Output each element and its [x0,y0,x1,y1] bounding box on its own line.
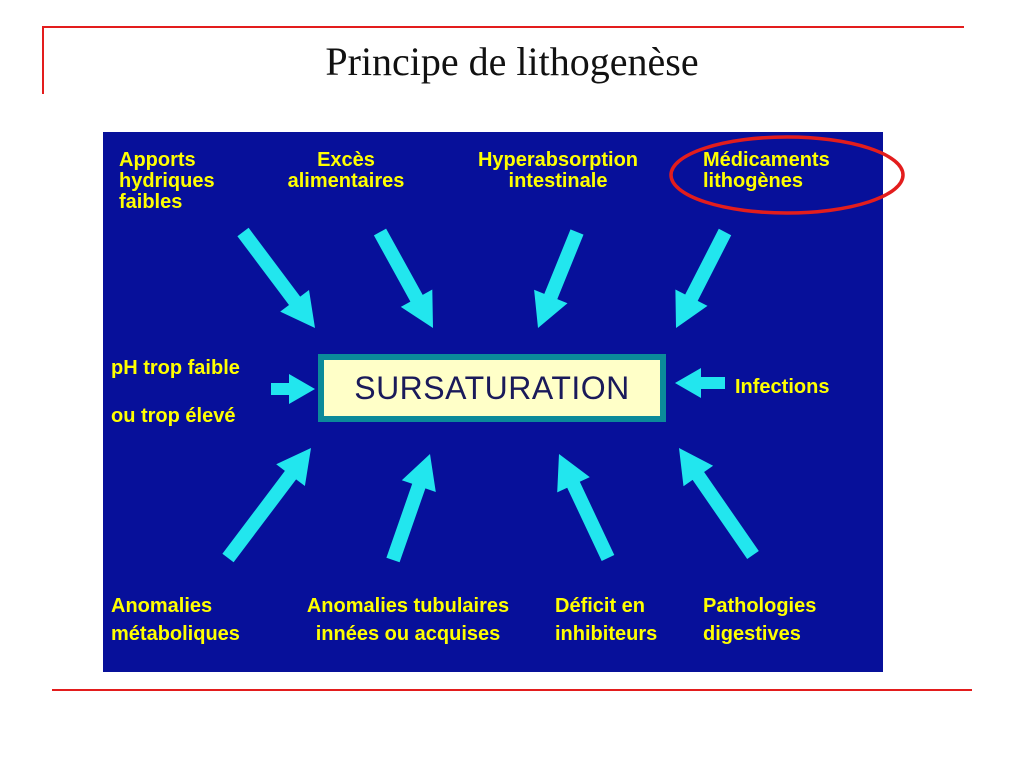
factor-anomalies-metaboliques: Anomalies métaboliques [111,595,240,645]
arrow-anomalies-tubulaires [386,454,436,563]
arrow-infections [675,368,725,398]
arrow-hyperabsorption [534,229,584,328]
arrow-ph [271,374,315,404]
factor-medicaments-lithogenes: Médicaments lithogènes [703,149,830,192]
factor-anomalies-tubulaires: Anomalies tubulaires innées ou acquises [306,595,510,645]
factor-hyperabsorption: Hyperabsorption intestinale [477,149,639,192]
arrow-deficit [557,454,615,561]
arrow-exces [373,228,433,328]
factor-pathologies-digestives: Pathologies digestives [703,595,817,645]
diagram-panel: Apports hydriques faibles Excès alimenta… [103,132,883,672]
slide-title: Principe de lithogenèse [325,39,699,84]
factor-ph-line1: pH trop faible [111,357,240,379]
sursaturation-box: SURSATURATION [318,354,666,422]
arrows-layer [222,227,759,563]
factor-exces-alimentaires: Excès alimentaires [287,149,405,192]
factor-infections: Infections [735,376,830,398]
factor-deficit-inhibiteurs: Déficit en inhibiteurs [555,595,658,645]
top-red-rule [42,26,964,28]
factor-ph-line2: ou trop élevé [111,405,236,427]
arrow-anomalies-metaboliques [222,448,311,563]
factor-apports-hydriques: Apports hydriques faibles [119,149,215,213]
arrow-apports [237,227,315,328]
left-red-rule [42,26,44,94]
arrow-pathologies [679,448,759,559]
sursaturation-label: SURSATURATION [324,360,660,416]
arrow-medicaments [675,228,732,328]
bottom-red-rule [52,689,972,691]
